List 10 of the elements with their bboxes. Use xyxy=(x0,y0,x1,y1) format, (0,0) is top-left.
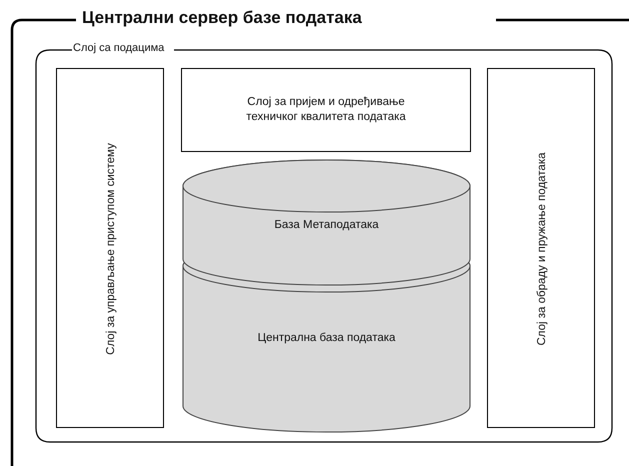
layer-box xyxy=(56,68,164,428)
layer-label: Слој за управљање приступом систему xyxy=(105,143,117,355)
panel-label: Слој са подацима xyxy=(73,42,164,54)
layer-label: Слој за обраду и пружање података xyxy=(536,152,548,346)
database-label: Централна база података xyxy=(256,332,396,344)
layer-label: Слој за пријем и одређивање техничког квалитета података xyxy=(245,95,407,125)
database-label: База Метаподатака xyxy=(273,218,380,230)
layer-box xyxy=(487,68,595,428)
layer-box xyxy=(181,68,471,152)
frame-heading: Централни сервер базе података xyxy=(82,8,362,28)
